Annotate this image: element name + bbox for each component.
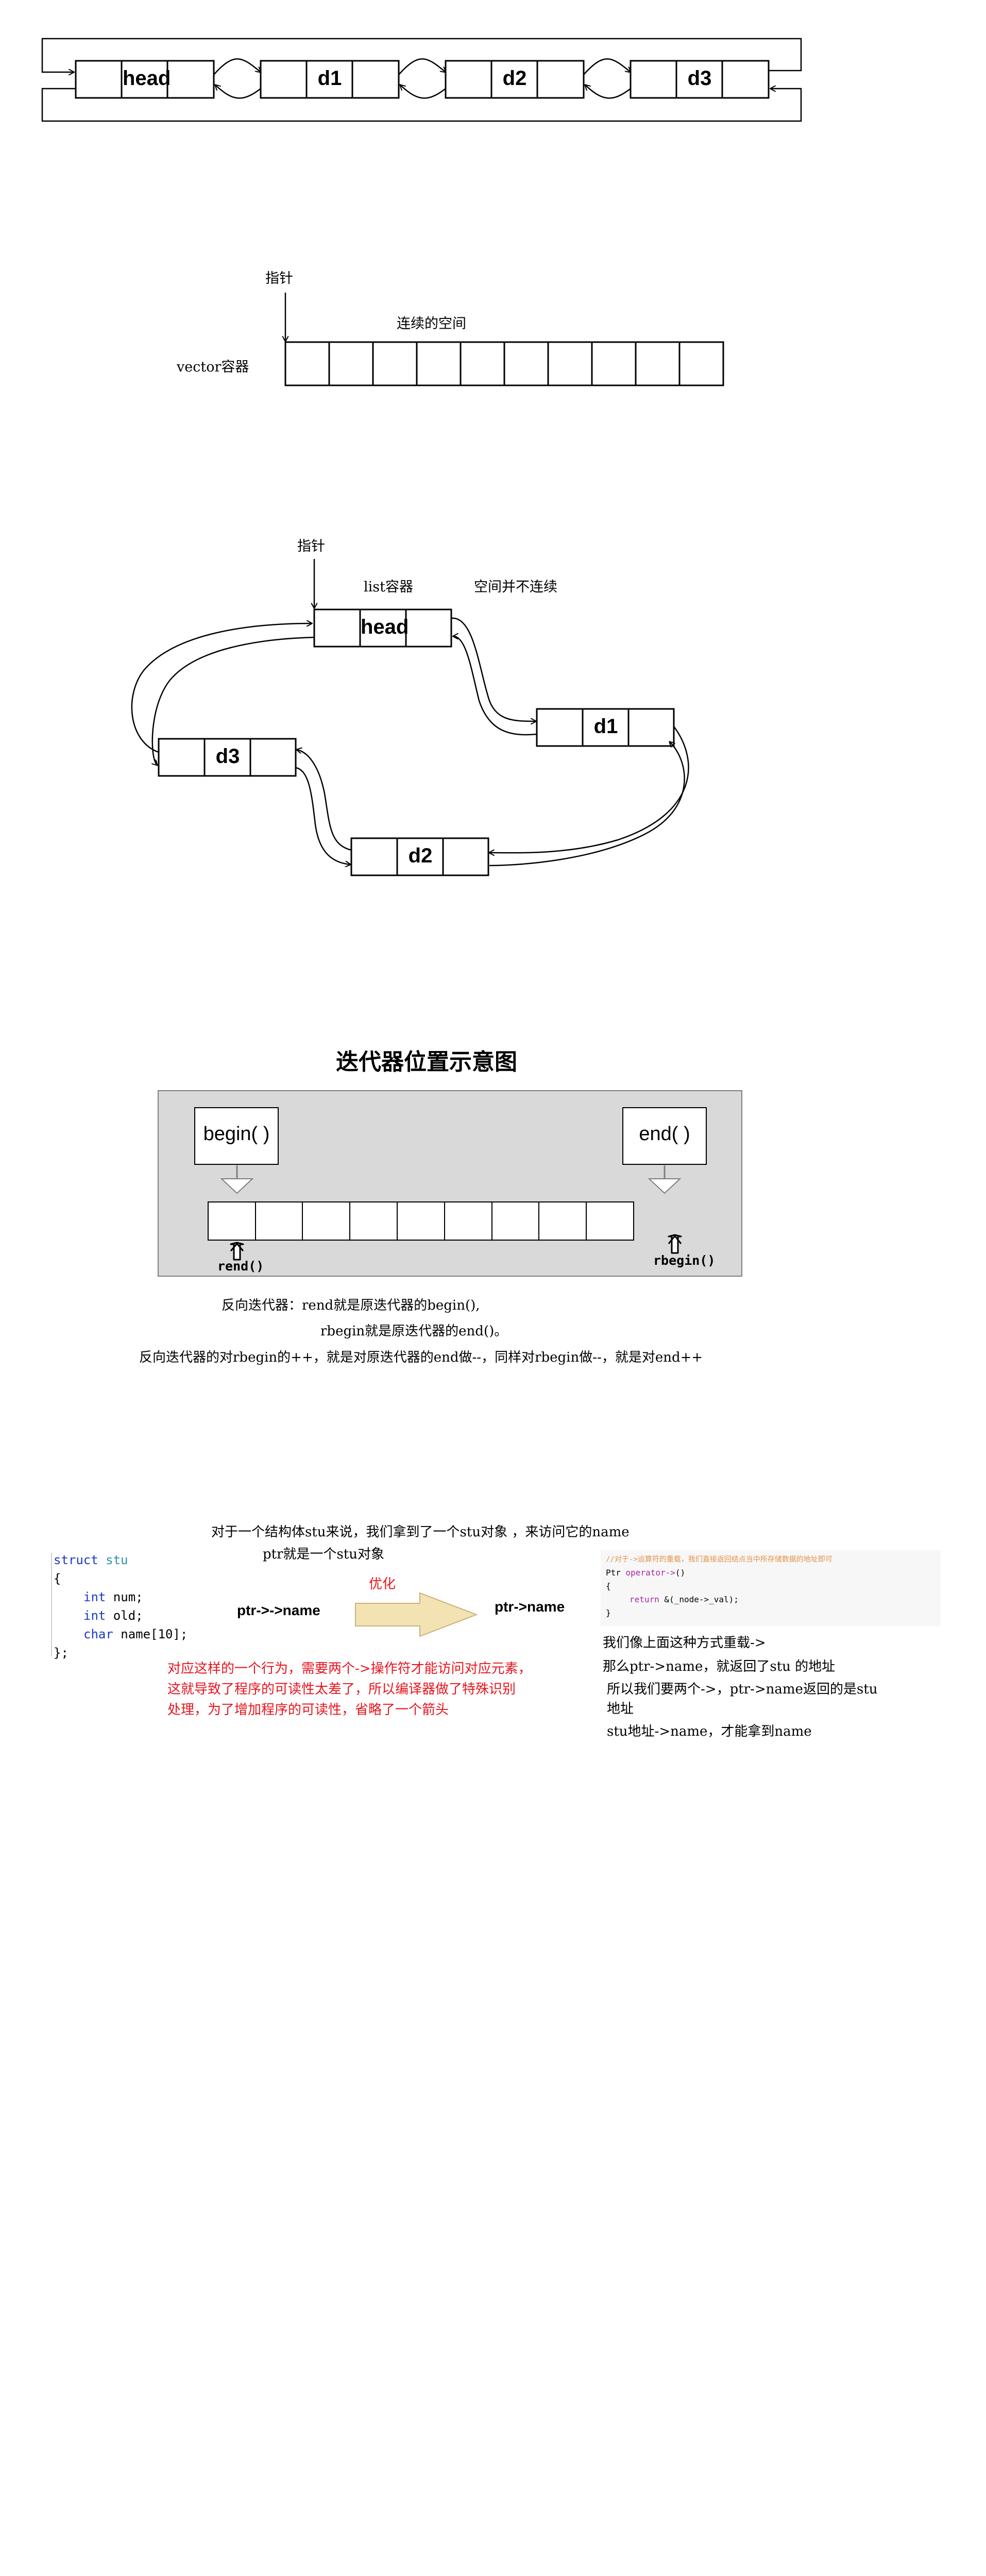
vector-cells	[284, 341, 724, 386]
code-struct-name: stu	[106, 1553, 128, 1567]
iterator-note-2: rbegin就是原迭代器的end()。	[320, 1324, 508, 1339]
end-box	[622, 1107, 707, 1165]
list2-node-d3	[158, 738, 297, 777]
rbegin-up-arrow-icon	[668, 1234, 682, 1254]
snippet-close-brace: }	[606, 1608, 611, 1618]
code-field: old;	[106, 1608, 143, 1623]
list2-space-label: 空间并不连续	[474, 579, 557, 595]
list2-label-d2: d2	[408, 844, 433, 867]
optimize-label: 优化	[369, 1577, 396, 1592]
code-field: name[10];	[113, 1627, 188, 1641]
list1-node-d2	[445, 60, 585, 99]
operator-snippet: //对于->运算符的重载，我们直接返回结点当中所存储数据的地址即可 Ptr op…	[606, 1553, 832, 1620]
begin-down-arrow-icon	[220, 1165, 254, 1194]
arrow-intro-2: ptr就是一个stu对象	[263, 1547, 385, 1562]
list2-label-head: head	[361, 616, 409, 638]
list2-label-d3: d3	[215, 745, 240, 768]
list1-label-d1: d1	[317, 67, 342, 90]
code-field: num;	[106, 1590, 143, 1604]
iterator-note-1: 反向迭代器：rend就是原迭代器的begin(),	[222, 1298, 480, 1313]
list2-container-label: list容器	[364, 579, 413, 595]
begin-box	[194, 1107, 279, 1165]
snippet-operator: operator->	[625, 1568, 675, 1578]
begin-label: begin( )	[203, 1123, 270, 1145]
list1-label-head: head	[123, 67, 171, 90]
red-note-3: 处理，为了增加程序的可读性，省略了一个箭头	[167, 1702, 449, 1718]
before-expression: ptr->->name	[237, 1602, 320, 1618]
snippet-return-expr: &(_node->_val);	[659, 1595, 739, 1604]
explain-3: 所以我们要两个->，ptr->name返回的是stu	[607, 1682, 878, 1697]
list2-links	[131, 617, 689, 866]
explain-2: 那么ptr->name，就返回了stu 的地址	[603, 1659, 836, 1674]
code-field-type: int	[83, 1590, 106, 1604]
list2-node-d2	[350, 837, 489, 876]
snippet-open-brace: {	[606, 1581, 611, 1591]
snippet-return: return	[630, 1595, 659, 1604]
iterator-note-3: 反向迭代器的对rbegin的++，就是对原迭代器的end做--，同样对rbegi…	[139, 1350, 703, 1365]
list1-label-d2: d2	[502, 67, 527, 90]
vector-space-label: 连续的空间	[397, 316, 466, 332]
code-keyword: struct	[54, 1553, 98, 1567]
red-note-1: 对应这样的一个行为，需要两个->操作符才能访问对应元素，	[167, 1661, 532, 1676]
list2-label-d1: d1	[593, 715, 618, 738]
red-note-2: 这就导致了程序的可读性太差了，所以编译器做了特殊识别	[167, 1682, 516, 1697]
list1-node-d3	[630, 60, 770, 99]
snippet-comment: //对于->运算符的重载，我们直接返回结点当中所存储数据的地址即可	[606, 1555, 832, 1564]
arrow-intro-1: 对于一个结构体stu来说，我们拿到了一个stu对象 ，来访问它的name	[211, 1524, 630, 1540]
code-close-brace: };	[54, 1646, 69, 1660]
rbegin-label: rbegin()	[653, 1253, 716, 1268]
iterator-title: 迭代器位置示意图	[336, 1049, 517, 1075]
list1-links	[41, 38, 802, 122]
struct-code-block: struct stu { int num; int old; char name…	[54, 1551, 188, 1662]
code-open-brace: {	[54, 1571, 61, 1586]
explain-1: 我们像上面这种方式重载->	[603, 1635, 766, 1651]
code-field-type: char	[83, 1627, 113, 1641]
rend-up-arrow-icon	[230, 1242, 244, 1261]
snippet-parens: ()	[675, 1568, 686, 1578]
snippet-panel	[601, 1550, 941, 1626]
explain-5: stu地址->name，才能拿到name	[607, 1724, 812, 1739]
vector-container-label: vector容器	[177, 359, 249, 375]
list2-node-head	[313, 608, 452, 648]
snippet-type: Ptr	[606, 1568, 626, 1578]
vector-pointer-label: 指针	[265, 270, 293, 286]
end-label: end( )	[639, 1123, 690, 1145]
list1-label-d3: d3	[687, 67, 712, 90]
end-down-arrow-icon	[648, 1165, 682, 1194]
explain-4: 地址	[607, 1701, 634, 1717]
optimize-arrow	[355, 1592, 478, 1637]
code-field-type: int	[83, 1608, 106, 1623]
list2-pointer-label: 指针	[297, 538, 325, 554]
list1-node-head	[75, 60, 215, 99]
rend-label: rend()	[217, 1259, 264, 1274]
list1-node-d1	[260, 60, 400, 99]
after-expression: ptr->name	[495, 1599, 565, 1615]
iterator-cells	[208, 1201, 634, 1241]
